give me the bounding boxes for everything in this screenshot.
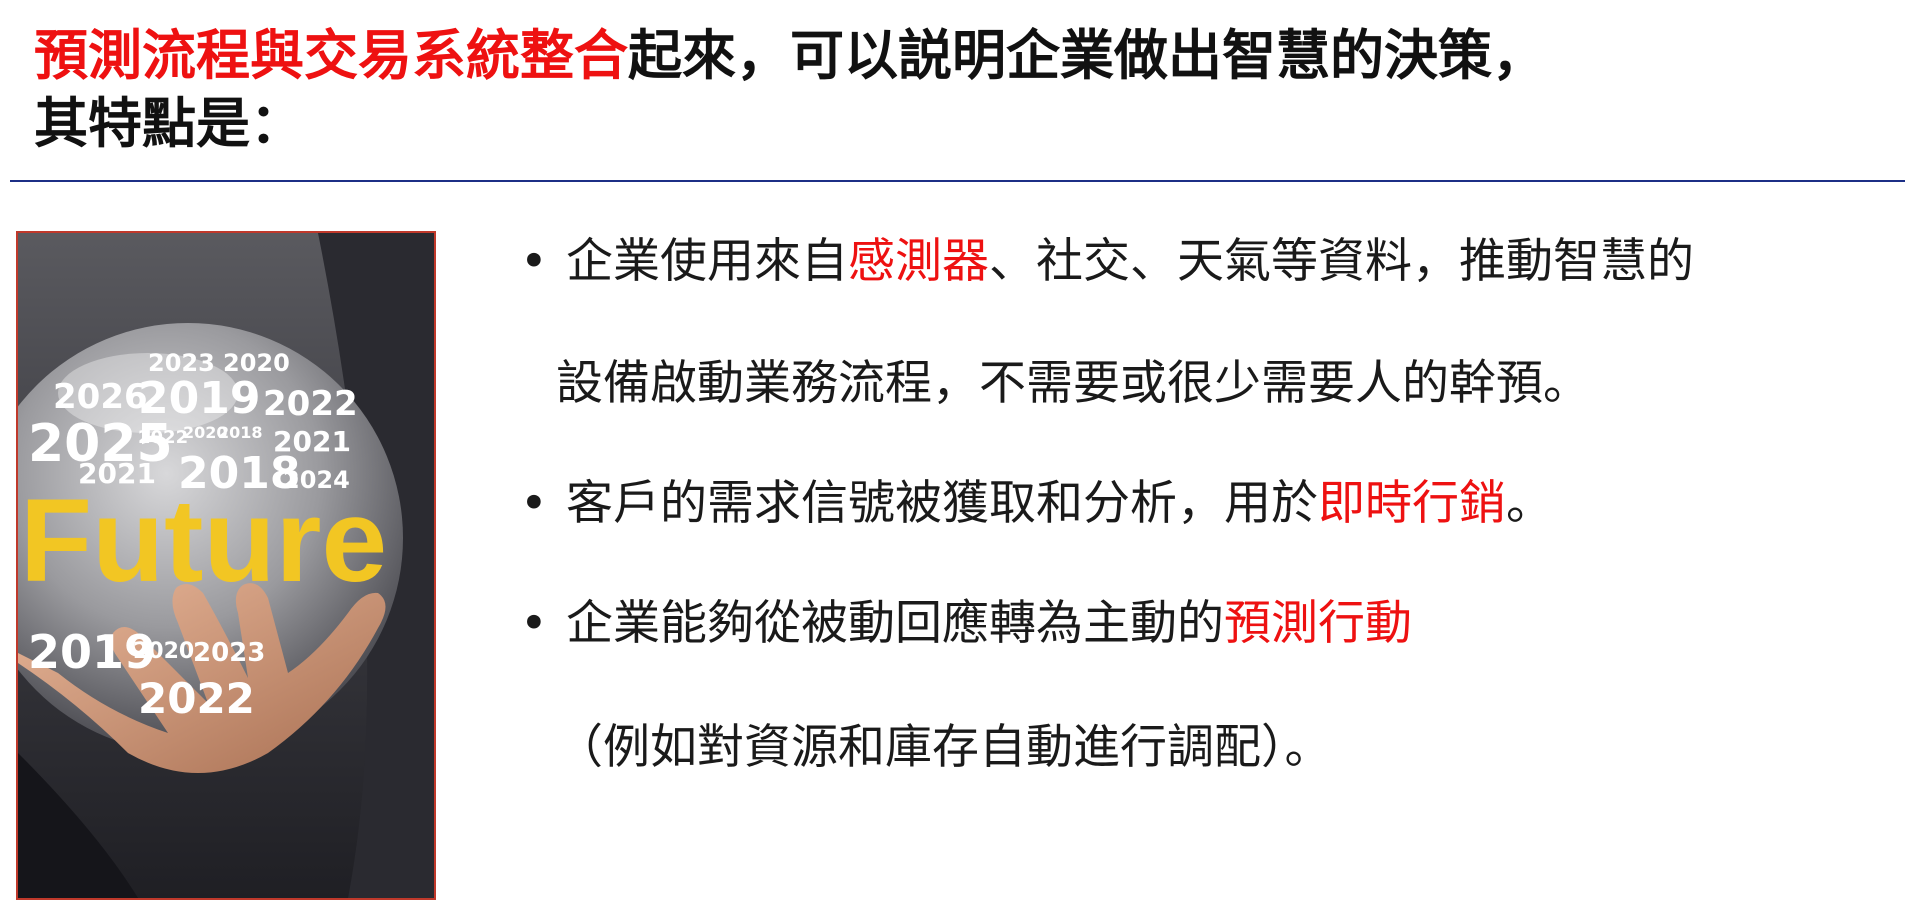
bullet-item-3-continuation: （例如對資源和庫存自動進行調配）。 — [556, 720, 1332, 775]
bullet-item-3: • 企業能夠從被動回應轉為主動的預測行動 — [520, 594, 1412, 654]
year-label: 2021 — [273, 425, 351, 458]
slide-title: 預測流程與交易系統整合起來，可以説明企業做出智慧的決策， 其特點是： — [34, 22, 1894, 158]
year-label: 2022 — [263, 384, 358, 424]
year-label: 2018 — [178, 448, 300, 499]
bullet-item-1: • 企業使用來自感測器、社交、天氣等資料，推動智慧的 — [520, 232, 1694, 292]
future-crystal-ball-image: 2023 2020 2026 2019 2022 2025 2022 2020 … — [16, 231, 436, 900]
year-label: 2020 — [223, 349, 290, 377]
year-label: 2025 — [28, 414, 173, 474]
bullet-highlight: 即時行銷 — [1318, 476, 1506, 531]
year-label: 2024 — [283, 466, 350, 494]
bullet-marker: • — [520, 476, 548, 531]
title-text: 起來，可以説明企業做出智慧的決策， — [628, 24, 1546, 87]
hand — [18, 583, 386, 773]
year-label: 2020 — [133, 639, 194, 664]
bullet-text: 。 — [1506, 476, 1553, 531]
bullet-item-1-continuation: 設備啟動業務流程，不需要或很少需要人的幹預。 — [556, 356, 1590, 411]
bullet-highlight: 感測器 — [848, 234, 989, 289]
bullet-text: 企業使用來自 — [566, 234, 848, 289]
bullet-text: 、社交、天氣等資料，推動智慧的 — [989, 234, 1694, 289]
title-text-line2: 其特點是： — [34, 92, 304, 155]
year-label: 2019 — [28, 625, 156, 679]
year-label: 2022 — [138, 427, 188, 448]
bullet-highlight: 預測行動 — [1224, 596, 1412, 651]
year-label: 2019 — [138, 373, 260, 424]
year-label: 2023 — [193, 638, 265, 668]
year-label: 2021 — [78, 457, 156, 490]
bullet-marker: • — [520, 234, 548, 289]
bullet-text: 企業能夠從被動回應轉為主動的 — [566, 596, 1224, 651]
year-label: 2020 — [183, 423, 228, 442]
year-label: 2022 — [138, 674, 255, 723]
year-label: 2018 — [218, 423, 263, 442]
future-word: Future — [20, 475, 387, 607]
year-label: 2023 — [148, 349, 215, 377]
bullet-item-2: • 客戶的需求信號被獲取和分析，用於即時行銷。 — [520, 474, 1553, 534]
title-divider — [10, 180, 1905, 182]
title-highlight: 預測流程與交易系統整合 — [34, 24, 628, 87]
bullet-text: 客戶的需求信號被獲取和分析，用於 — [566, 476, 1318, 531]
year-label: 2026 — [53, 377, 148, 417]
bullet-marker: • — [520, 596, 548, 651]
